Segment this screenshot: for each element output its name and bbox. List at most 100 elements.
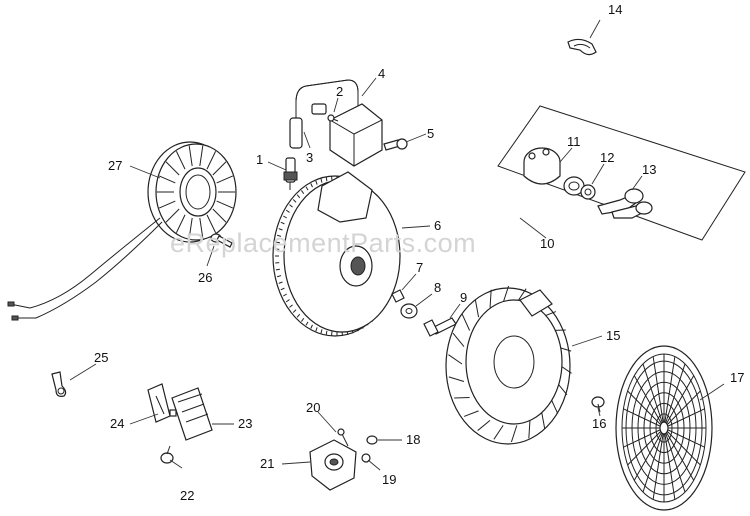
part-8-washer [400, 303, 418, 319]
stator-tooth [212, 208, 227, 223]
fan-blade [463, 410, 479, 417]
screen-spoke [642, 363, 665, 429]
flywheel-tooth [292, 199, 297, 203]
part-1-spark-plug [283, 157, 298, 190]
callout-10: 10 [540, 236, 554, 251]
screen-spoke [663, 408, 705, 429]
callout-12: 12 [600, 150, 614, 165]
callout-9: 9 [460, 290, 467, 305]
stator-tooth [158, 175, 176, 184]
screen-spoke [633, 427, 665, 481]
screen-spoke [623, 427, 665, 448]
callout-6: 6 [434, 218, 441, 233]
flywheel-tooth [275, 268, 280, 271]
stator-tooth [199, 217, 204, 239]
stator-tooth [188, 217, 193, 239]
flywheel-tooth [280, 287, 285, 291]
part-21-sensor [309, 439, 357, 491]
part-17-screen [615, 345, 713, 511]
fan-blade [510, 425, 518, 443]
callout-27: 27 [108, 158, 122, 173]
fan-blade [502, 285, 510, 303]
callout-3: 3 [306, 150, 313, 165]
flywheel-tooth [278, 281, 283, 284]
screen-spoke [663, 427, 686, 493]
flywheel-tooth [280, 221, 285, 225]
part-6-flywheel [272, 171, 401, 337]
flywheel-tooth [305, 186, 309, 191]
part-12-nut-washer [563, 176, 596, 200]
screen-spoke [652, 427, 665, 500]
flywheel-tooth [278, 228, 283, 231]
part-25-clamp [51, 371, 67, 397]
flywheel-tooth [305, 321, 309, 326]
fan-blade [493, 425, 504, 440]
part-16-screw [591, 396, 605, 413]
callout-21: 21 [260, 456, 274, 471]
stator-tooth [175, 151, 186, 170]
flywheel-tooth [325, 330, 328, 335]
callout-8: 8 [434, 280, 441, 295]
part-20-screw [337, 428, 349, 447]
part-4-ignition-module [289, 79, 383, 167]
flywheel-tooth [285, 299, 290, 303]
screen-spoke [627, 427, 665, 466]
part-11-switch [523, 147, 561, 185]
callout-22: 22 [180, 488, 194, 503]
flywheel-tooth [315, 327, 318, 332]
flywheel-tooth [315, 180, 318, 185]
fan-blade [461, 314, 471, 331]
screen-spoke [663, 427, 676, 500]
fan-blade [448, 376, 465, 382]
flywheel-tooth [325, 177, 328, 182]
flywheel-tooth [283, 293, 288, 297]
callout-23: 23 [238, 416, 252, 431]
flywheel-tooth [275, 241, 280, 244]
callout-15: 15 [606, 328, 620, 343]
part-2-screw [327, 114, 339, 122]
part-18-nut [366, 435, 378, 445]
flywheel-tooth [310, 324, 313, 329]
fan-blade [540, 410, 546, 429]
flywheel-tooth [289, 204, 293, 208]
flywheel-tooth [276, 275, 282, 278]
watermark-text: eReplacementParts.com [170, 228, 476, 258]
part-27-stator [7, 141, 237, 321]
part-10-key-switch-assembly [497, 105, 746, 241]
callout-7: 7 [416, 260, 423, 275]
fan-blade [448, 354, 463, 365]
part-23-regulator [169, 387, 213, 441]
screen-spoke [663, 427, 701, 466]
screen-spoke [663, 356, 676, 429]
stator-tooth [188, 145, 193, 167]
part-15-fan [445, 285, 572, 445]
flywheel-tooth [301, 317, 305, 322]
flywheel-tooth [276, 234, 282, 237]
fan-blade [477, 420, 491, 431]
screen-spoke [663, 427, 705, 448]
flywheel-tooth [285, 209, 290, 213]
fan-blade [474, 299, 480, 318]
callout-4: 4 [378, 66, 385, 81]
stator-tooth [165, 161, 180, 176]
screen-spoke [642, 427, 665, 493]
stator-tooth [199, 145, 204, 167]
stator-tooth [158, 200, 176, 209]
screen-spoke [623, 408, 665, 429]
stator-tooth [175, 214, 186, 233]
part-5-bolt [383, 138, 408, 151]
stator-tooth [216, 175, 234, 184]
stator-tooth [216, 200, 234, 209]
callout-26: 26 [198, 270, 212, 285]
fan-blade [528, 420, 531, 439]
callout-17: 17 [730, 370, 744, 385]
callout-11: 11 [567, 134, 581, 149]
callout-18: 18 [406, 432, 420, 447]
stator-tooth [212, 161, 227, 176]
part-13-keys [597, 188, 653, 219]
flywheel-tooth [292, 309, 297, 313]
part-26-screw [210, 233, 233, 248]
leader-lines [69, 19, 725, 471]
